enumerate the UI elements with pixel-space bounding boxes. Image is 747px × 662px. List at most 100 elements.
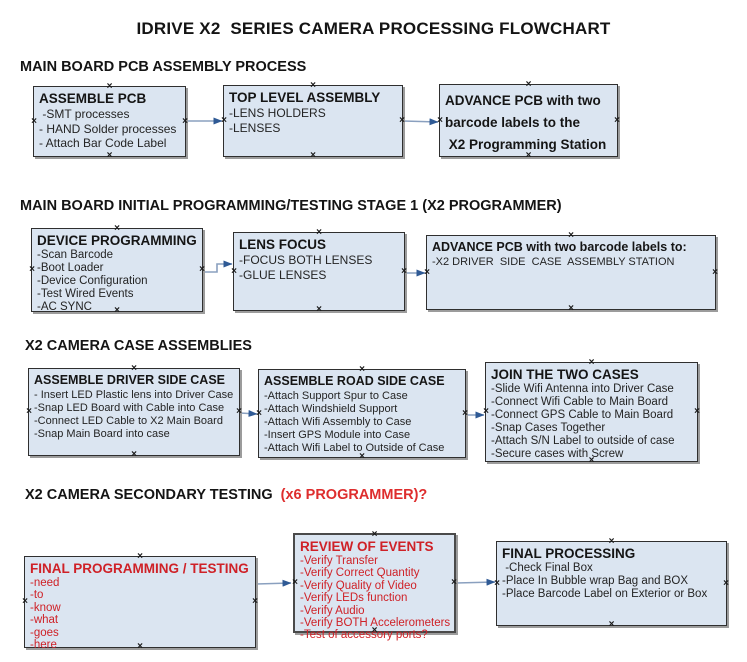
- box-items: -Verify Transfer-Verify Correct Quantity…: [300, 555, 451, 642]
- connection-anchor-icon: ×: [31, 115, 37, 127]
- box-items: -Scan Barcode-Boot Loader-Device Configu…: [37, 249, 197, 314]
- heading-text: MAIN BOARD INITIAL PROGRAMMING/TESTING S…: [20, 198, 562, 214]
- box-item: - Insert LED Plastic lens into Driver Ca…: [34, 389, 234, 401]
- connection-anchor-icon: ×: [316, 304, 322, 315]
- flow-box-final-programming-testing: FINAL PROGRAMMING / TESTING -need-to-kno…: [22, 552, 258, 652]
- connection-anchor-icon: ×: [483, 406, 489, 417]
- heading-text: MAIN BOARD PCB ASSEMBLY PROCESS: [20, 59, 307, 75]
- connection-anchor-icon: ×: [525, 79, 532, 90]
- connection-anchor-icon: ×: [451, 577, 457, 588]
- box-item: -need: [30, 577, 60, 589]
- box-item: -here: [30, 639, 57, 652]
- connection-anchor-icon: ×: [712, 266, 718, 278]
- connection-anchor-icon: ×: [614, 114, 620, 126]
- box-item: -Verify Correct Quantity: [300, 567, 420, 580]
- connection-anchor-icon: ×: [292, 577, 298, 588]
- box-item: -Boot Loader: [37, 262, 104, 274]
- connection-anchor-icon: ×: [182, 115, 188, 127]
- flow-arrow: [239, 410, 258, 417]
- box-item: -Verify Quality of Video: [300, 579, 417, 592]
- connection-anchor-icon: ×: [236, 406, 242, 417]
- box-item: -SMT processes: [39, 107, 130, 121]
- box-item: - Attach Bar Code Label: [39, 136, 167, 150]
- box-items: -Check Final Box-Place In Bubble wrap Ba…: [502, 562, 721, 601]
- box-title: FINAL PROGRAMMING / TESTING: [30, 561, 249, 576]
- box-items: -FOCUS BOTH LENSES-GLUE LENSES: [239, 253, 399, 282]
- connection-anchor-icon: ×: [399, 115, 405, 126]
- flow-box-top-level-assembly: TOP LEVEL ASSEMBLY -LENS HOLDERS-LENSES …: [221, 81, 405, 161]
- connection-anchor-icon: ×: [694, 406, 700, 417]
- box-item: -Attach Windshield Support: [264, 403, 398, 415]
- connection-anchor-icon: ×: [424, 266, 430, 278]
- box-title: REVIEW OF EVENTS: [300, 539, 434, 554]
- flow-box-lens-focus: LENS FOCUS -FOCUS BOTH LENSES-GLUE LENSE…: [231, 228, 407, 315]
- box-item: ADVANCE PCB with two: [445, 93, 601, 108]
- box-item: -Snap LED Board with Cable into Case: [34, 402, 225, 414]
- box-item: -X2 DRIVER SIDE CASE ASSEMBLY STATION: [432, 256, 675, 268]
- box-item: -goes: [30, 626, 59, 639]
- box-item: -Insert GPS Module into Case: [264, 429, 411, 441]
- connection-anchor-icon: ×: [221, 115, 227, 126]
- box-item: -Snap Main Board into case: [34, 428, 170, 440]
- box-title: ASSEMBLE PCB: [39, 91, 147, 106]
- flow-box-join-the-two-cases: JOIN THE TWO CASES -Slide Wifi Antenna i…: [483, 358, 700, 466]
- flow-box-review-of-events: REVIEW OF EVENTS -Verify Transfer-Verify…: [292, 530, 457, 642]
- box-item: -LENS HOLDERS: [229, 106, 326, 120]
- box-item: -Verify BOTH Accelerometers: [300, 617, 451, 630]
- flow-arrow: [402, 118, 439, 126]
- section-heading-secondary-testing: X2 CAMERA SECONDARY TESTING (x6 PROGRAMM…: [25, 487, 427, 503]
- connection-anchor-icon: ×: [723, 577, 729, 589]
- box-title: ASSEMBLE ROAD SIDE CASE: [264, 374, 445, 388]
- box-title: FINAL PROCESSING: [502, 546, 636, 561]
- flow-arrow: [455, 578, 496, 586]
- box-items: -SMT processes- HAND Solder processes- A…: [39, 107, 180, 151]
- box-item: -AC SYNC: [37, 301, 92, 313]
- connection-anchor-icon: ×: [26, 406, 32, 417]
- heading-red-text: (x6 PROGRAMMER)?: [272, 487, 428, 503]
- box-item: -Place In Bubble wrap Bag and BOX: [502, 575, 689, 587]
- box-item: -Slide Wifi Antenna into Driver Case: [491, 383, 674, 395]
- box-item: -Verify Audio: [300, 604, 365, 617]
- box-item: -LENSES: [229, 120, 281, 135]
- box-item: X2 Programming Station: [445, 137, 607, 152]
- connection-anchor-icon: ×: [462, 407, 468, 419]
- box-item: -Attach Wifi Label to Outside of Case: [264, 442, 445, 454]
- connection-anchor-icon: ×: [310, 150, 316, 161]
- box-item: -FOCUS BOTH LENSES: [239, 253, 373, 267]
- box-title: LENS FOCUS: [239, 237, 327, 252]
- box-items: - Insert LED Plastic lens into Driver Ca…: [34, 389, 234, 441]
- connection-anchor-icon: ×: [401, 265, 407, 277]
- box-items: -need-to-know-what-goes-here: [30, 577, 250, 651]
- connection-anchor-icon: ×: [131, 449, 137, 460]
- heading-text: X2 CAMERA CASE ASSEMBLIES: [25, 338, 252, 354]
- connection-anchor-icon: ×: [231, 265, 237, 277]
- box-item: -Connect Wifi Cable to Main Board: [491, 396, 669, 408]
- box-title: JOIN THE TWO CASES: [491, 367, 639, 382]
- box-item: -Place Barcode Label on Exterior or Box: [502, 588, 708, 600]
- flow-arrow: [255, 579, 292, 587]
- box-item: -to: [30, 589, 44, 602]
- box-item: -Test Wired Events: [37, 288, 134, 300]
- connection-anchor-icon: ×: [106, 150, 113, 161]
- heading-text: X2 CAMERA SECONDARY TESTING: [25, 487, 273, 503]
- box-title: DEVICE PROGRAMMING: [37, 233, 197, 248]
- box-item: barcode labels to the: [445, 115, 581, 130]
- connection-anchor-icon: ×: [568, 303, 574, 314]
- box-title: ADVANCE PCB with two barcode labels to:: [432, 240, 687, 254]
- flow-arrow: [204, 260, 233, 273]
- flow-box-assemble-pcb: ASSEMBLE PCB -SMT processes- HAND Solder…: [31, 82, 188, 161]
- box-items: -Attach Support Spur to Case-Attach Wind…: [264, 390, 460, 455]
- flow-box-assemble-road-side-case: ASSEMBLE ROAD SIDE CASE -Attach Support …: [256, 365, 468, 462]
- box-item: -GLUE LENSES: [239, 267, 327, 282]
- box-title: ASSEMBLE DRIVER SIDE CASE: [34, 373, 226, 387]
- box-items: -X2 DRIVER SIDE CASE ASSEMBLY STATION: [432, 256, 710, 269]
- section-heading-pcb-assembly: MAIN BOARD PCB ASSEMBLY PROCESS: [20, 59, 306, 75]
- flow-box-assemble-driver-side-case: ASSEMBLE DRIVER SIDE CASE - Insert LED P…: [26, 364, 242, 460]
- connection-anchor-icon: ×: [608, 619, 615, 630]
- flow-box-advance-pcb-driver-side: ADVANCE PCB with two barcode labels to: …: [424, 231, 718, 314]
- box-item: -Scan Barcode: [37, 249, 114, 261]
- box-items: -Slide Wifi Antenna into Driver Case-Con…: [491, 383, 692, 461]
- box-items: ADVANCE PCB with two barcode labels to th…: [445, 90, 612, 156]
- box-item: -Device Configuration: [37, 275, 148, 287]
